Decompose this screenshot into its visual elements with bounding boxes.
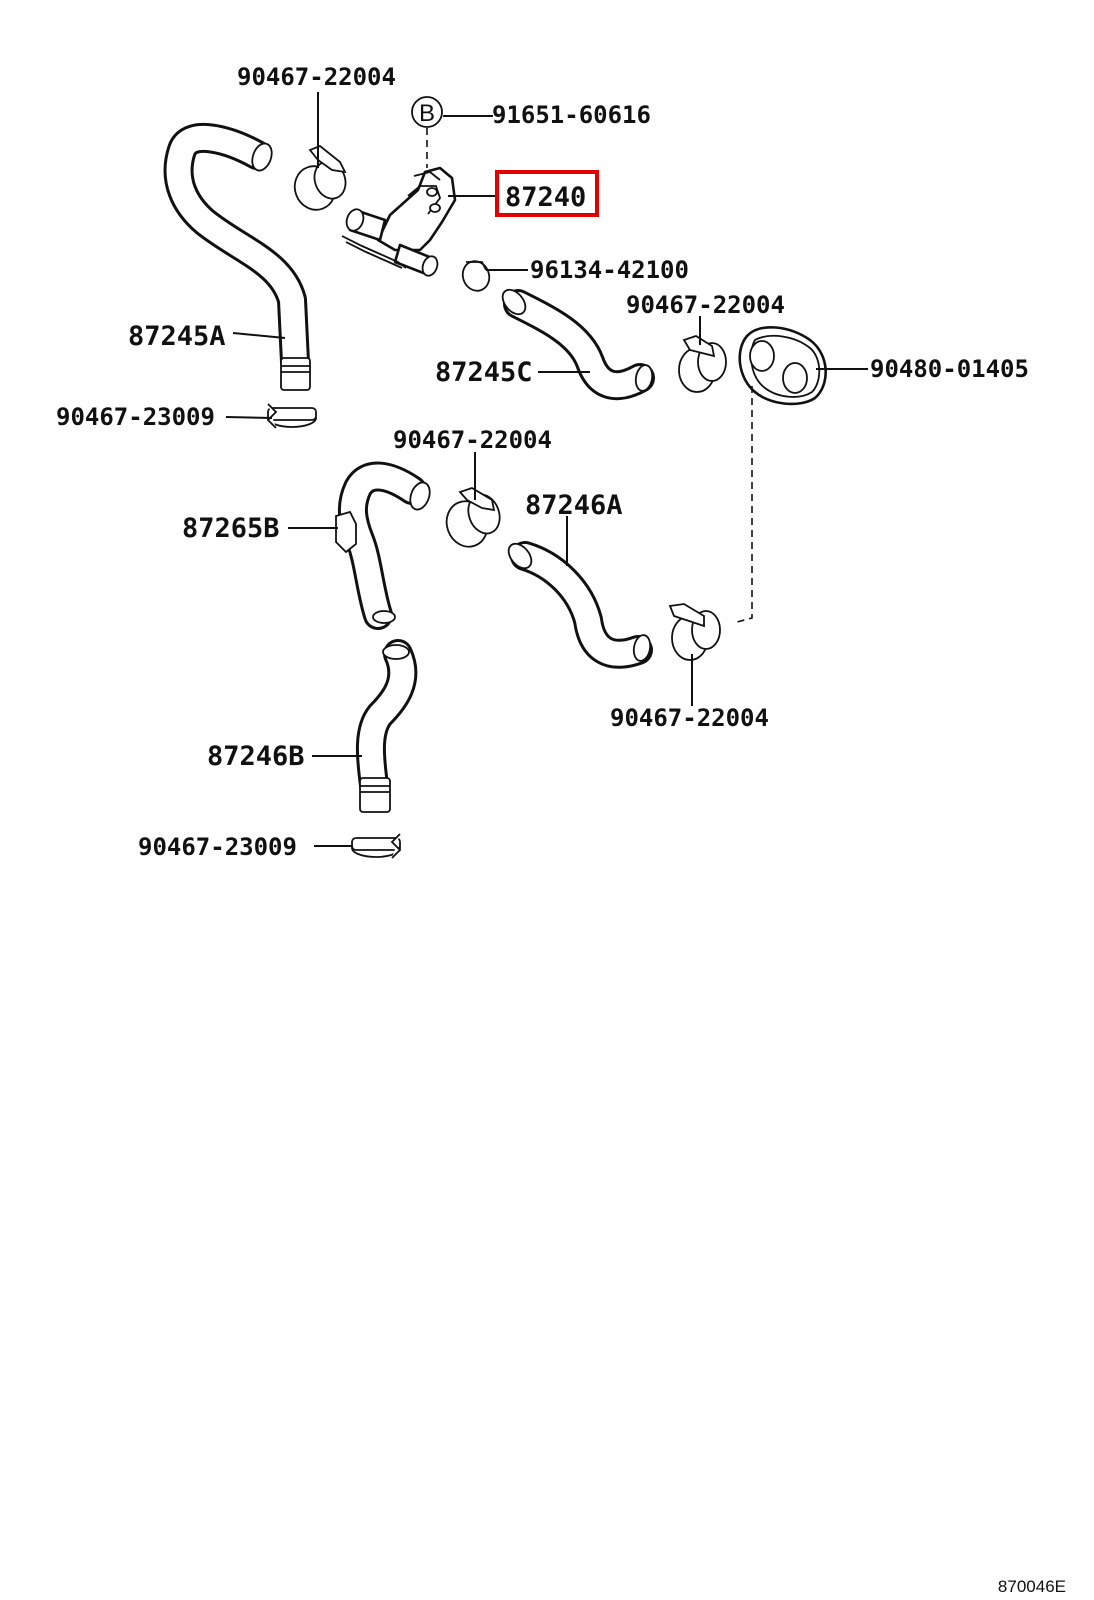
label-clamp-bottom-right[interactable]: 90467-22004 <box>610 704 769 732</box>
label-clamp-top-left[interactable]: 90467-22004 <box>237 63 396 91</box>
label-clamp-left-a[interactable]: 90467-23009 <box>56 403 215 431</box>
label-hose-87245a[interactable]: 87245A <box>128 321 226 352</box>
diagram-code: 870046E <box>998 1577 1066 1596</box>
label-bolt-91651-60616[interactable]: 91651-60616 <box>492 101 651 129</box>
reference-marker-b: B <box>411 96 443 128</box>
hose-87246b[interactable] <box>355 639 418 813</box>
hose-clamp-center[interactable] <box>440 487 505 552</box>
label-clamp-center[interactable]: 90467-22004 <box>393 426 552 454</box>
hose-clamp-bottom-right[interactable] <box>668 603 721 661</box>
label-hose-87246b[interactable]: 87246B <box>207 741 305 772</box>
label-clamp-left-b[interactable]: 90467-23009 <box>138 833 297 861</box>
hose-87265b[interactable] <box>335 461 433 630</box>
hose-clamp-left-a[interactable] <box>266 403 317 429</box>
label-hose-87246a[interactable]: 87246A <box>525 490 623 521</box>
hose-87245a[interactable] <box>163 122 311 391</box>
label-clip-96134-42100[interactable]: 96134-42100 <box>530 256 689 284</box>
hose-clamp-top-left[interactable] <box>289 144 351 216</box>
hose-87245c[interactable] <box>498 285 655 401</box>
reference-marker-letter: B <box>419 100 435 127</box>
label-hose-87265b[interactable]: 87265B <box>182 513 280 544</box>
label-clamp-mid-right[interactable]: 90467-22004 <box>626 291 785 319</box>
label-valve-87240[interactable]: 87240 <box>505 182 586 213</box>
label-grommet-90480-01405[interactable]: 90480-01405 <box>870 355 1029 383</box>
selected-part-highlight <box>495 170 599 217</box>
hose-87246a[interactable] <box>504 539 653 669</box>
grommet-90480-01405[interactable] <box>738 325 827 406</box>
hose-clip-small[interactable] <box>459 257 494 294</box>
leader-lines <box>225 92 868 847</box>
label-hose-87245c[interactable]: 87245C <box>435 357 533 388</box>
heater-water-valve-87240[interactable] <box>341 166 457 278</box>
hose-clamp-left-b[interactable] <box>351 833 402 859</box>
hose-clamp-mid-right[interactable] <box>678 335 727 393</box>
